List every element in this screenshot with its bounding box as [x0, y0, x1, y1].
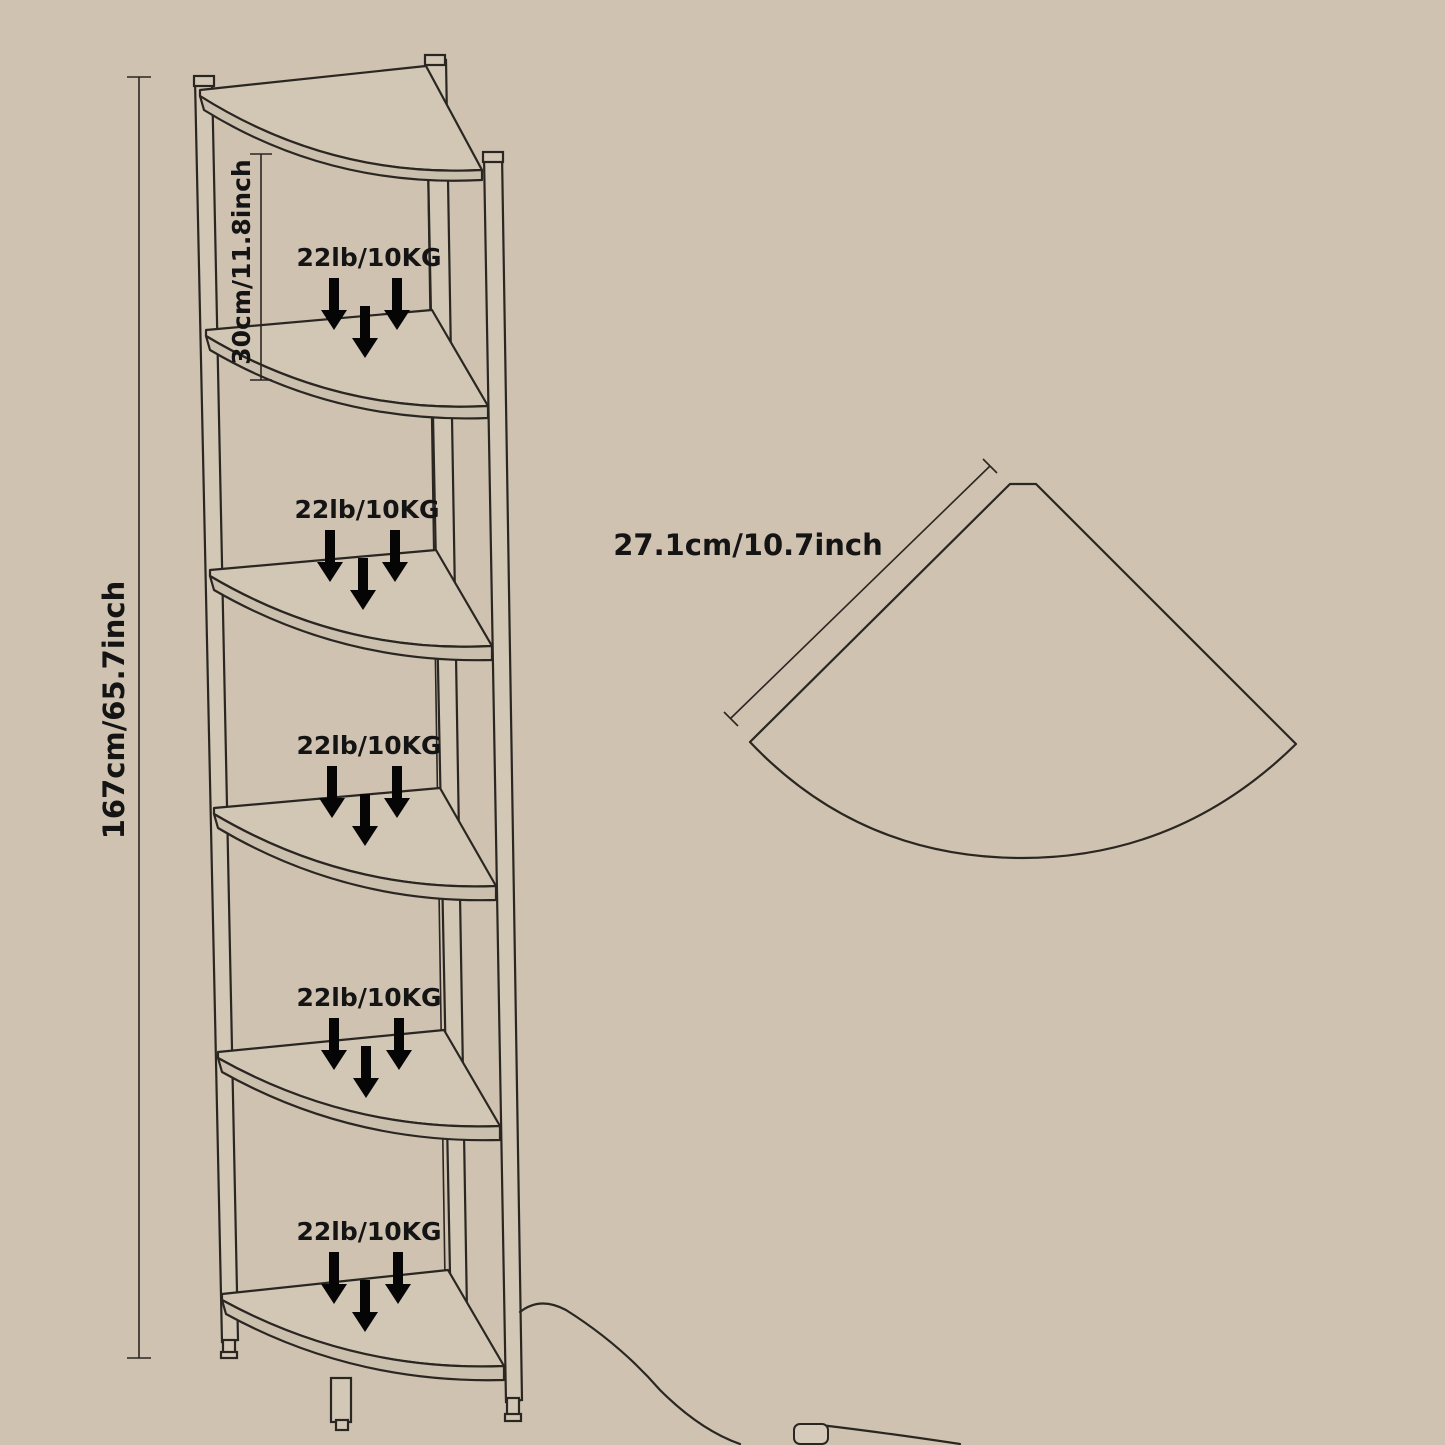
center-foot-pad: [334, 1418, 350, 1432]
down-arrow-icon: [317, 530, 343, 582]
load-group-3: 22lb/10KG: [296, 731, 442, 846]
height-label: 167cm/65.7inch: [97, 581, 131, 840]
shelf-2-edge: [204, 334, 490, 420]
depth-label: 27.1cm/10.7inch: [613, 528, 883, 562]
load-group-1: 22lb/10KG: [296, 243, 442, 358]
cord-switch: [793, 1423, 829, 1445]
down-arrow-icon: [352, 1280, 378, 1332]
down-arrow-icon: [353, 1046, 379, 1098]
load-group-5: 22lb/10KG: [296, 1217, 442, 1332]
height-dimension: 167cm/65.7inch: [97, 76, 151, 1359]
shelf-bottom-edge: [220, 1298, 506, 1382]
power-cord-2: [818, 1423, 962, 1445]
down-arrow-icon: [321, 1252, 347, 1304]
shelf-3-edge: [208, 574, 494, 662]
load-group-2: 22lb/10KG: [294, 495, 440, 610]
down-arrow-icon: [385, 1252, 411, 1304]
load-label: 22lb/10KG: [296, 983, 441, 1012]
load-group-4: 22lb/10KG: [296, 983, 442, 1098]
load-label: 22lb/10KG: [296, 731, 441, 760]
load-label: 22lb/10KG: [294, 495, 439, 524]
corner-shelf-unit: [192, 53, 962, 1445]
left-foot-pad: [219, 1350, 239, 1360]
down-arrow-icon: [386, 1018, 412, 1070]
spacing-label: 30cm/11.8inch: [227, 159, 256, 364]
down-arrow-icon: [321, 1018, 347, 1070]
quarter-shelf-outline: [748, 482, 1298, 860]
down-arrow-icon: [319, 766, 345, 818]
load-label: 22lb/10KG: [296, 1217, 441, 1246]
power-cord: [518, 1302, 742, 1445]
shelf-4-edge: [212, 812, 498, 902]
center-leg: [329, 1376, 353, 1424]
down-arrow-icon: [352, 794, 378, 846]
spacing-dimension: 30cm/11.8inch: [227, 153, 272, 381]
down-arrow-icon: [350, 558, 376, 610]
shelf-top-view: 27.1cm/10.7inch: [613, 458, 1298, 860]
down-arrow-icon: [352, 306, 378, 358]
left-post-cap: [192, 74, 216, 88]
back-post-cap: [423, 53, 447, 67]
front-right-post-cap: [481, 150, 505, 164]
shelf-top-edge: [198, 94, 484, 182]
down-arrow-icon: [321, 278, 347, 330]
depth-dimension-line: [730, 465, 991, 719]
load-label: 22lb/10KG: [296, 243, 441, 272]
down-arrow-icon: [384, 766, 410, 818]
down-arrow-icon: [382, 530, 408, 582]
shelf-5-edge: [216, 1056, 502, 1142]
right-foot-pad: [503, 1412, 523, 1423]
front-right-post: [482, 152, 524, 1404]
down-arrow-icon: [384, 278, 410, 330]
